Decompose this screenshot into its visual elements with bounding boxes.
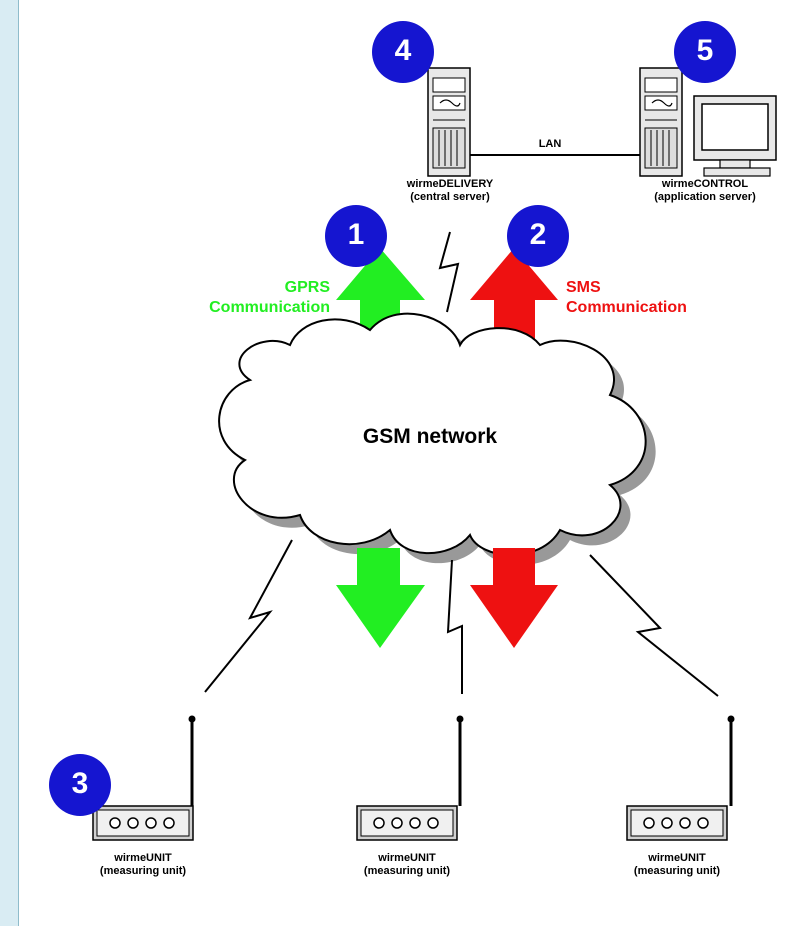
measuring-unit-left-icon: [92, 805, 194, 841]
sms-label-line2: Communication: [566, 299, 687, 316]
control-server-name: wirmeCONTROL: [661, 178, 749, 190]
badge-5-circle: [674, 21, 736, 83]
badge-2-circle: [507, 205, 569, 267]
delivery-server-icon: [427, 67, 471, 177]
unit-left-role: (measuring unit): [99, 865, 187, 877]
badge-4: 4: [394, 34, 412, 67]
gsm-network-label: GSM network: [362, 425, 498, 448]
badge-3: 3: [71, 767, 89, 800]
measuring-unit-right-icon: [626, 805, 728, 841]
delivery-server-name: wirmeDELIVERY: [406, 178, 494, 190]
badge-3-circle: [49, 754, 111, 816]
unit-center-role: (measuring unit): [363, 865, 451, 877]
unit-right-name: wirmeUNIT: [648, 852, 706, 864]
sms-down-arrow: [470, 548, 558, 648]
badge-2: 2: [529, 218, 547, 251]
unit-right-role: (measuring unit): [633, 865, 721, 877]
badge-4-circle: [372, 21, 434, 83]
lightning-bolt-center: [446, 559, 463, 694]
lan-label: LAN: [538, 138, 562, 150]
gprs-label-line1: GPRS: [284, 279, 330, 296]
lightning-bolt-top: [438, 231, 460, 313]
gprs-label-line2: Communication: [209, 299, 330, 316]
measuring-unit-center-icon: [356, 805, 458, 841]
monitor-icon: [693, 95, 777, 177]
lightning-bolt-left: [204, 539, 293, 693]
unit-center-name: wirmeUNIT: [378, 852, 436, 864]
gsm-cloud: [218, 312, 656, 565]
sms-label-line1: SMS: [566, 279, 601, 296]
badge-5: 5: [696, 34, 714, 67]
lightning-bolt-right: [589, 554, 719, 697]
delivery-server-role: (central server): [410, 191, 490, 203]
gprs-up-arrow: [336, 248, 425, 360]
control-server-icon: [639, 67, 683, 177]
gprs-down-arrow: [336, 548, 425, 648]
badge-1: 1: [347, 218, 365, 251]
badge-1-circle: [325, 205, 387, 267]
control-server-role: (application server): [654, 191, 756, 203]
sms-up-arrow: [470, 248, 558, 360]
unit-left-name: wirmeUNIT: [114, 852, 172, 864]
